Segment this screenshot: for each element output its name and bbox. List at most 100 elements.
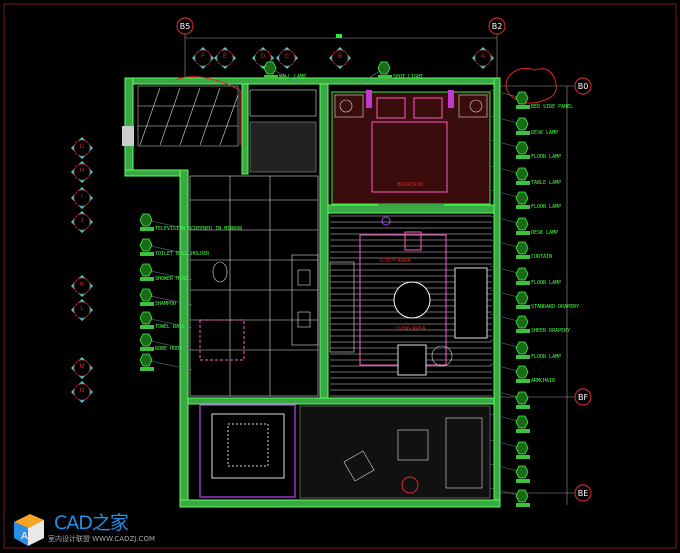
callout-tag bbox=[489, 413, 530, 433]
callout-tag: ARMCHAIR bbox=[489, 363, 556, 384]
section-marker-g: G bbox=[71, 137, 93, 159]
section-marker-a: A bbox=[472, 47, 494, 69]
section-marker-j: J bbox=[71, 211, 93, 233]
vanity bbox=[291, 254, 319, 346]
bathtub-inner bbox=[227, 423, 269, 467]
svg-text:B: B bbox=[338, 54, 342, 60]
toilet bbox=[212, 261, 228, 283]
svg-text:L: L bbox=[80, 306, 84, 312]
svg-text:FLOOR LAMP: FLOOR LAMP bbox=[531, 204, 561, 210]
callout-tag: SHEER DRAPERY bbox=[489, 313, 570, 334]
section-marker-i: I bbox=[71, 187, 93, 209]
wall bbox=[241, 83, 249, 175]
svg-text:N: N bbox=[80, 388, 84, 394]
callout-tag bbox=[489, 439, 530, 459]
callout-tag bbox=[489, 389, 530, 409]
svg-text:I: I bbox=[81, 194, 83, 200]
callout-tag: TABLE LAMP bbox=[489, 165, 561, 186]
watermark-subtitle: 室内设计联盟 WWW.CADZJ.COM bbox=[48, 535, 156, 543]
callout-tag: WALL LAMP bbox=[263, 61, 306, 85]
svg-text:H: H bbox=[80, 168, 84, 174]
section-marker-n: N bbox=[71, 381, 93, 403]
grid-bubble-b0: B0 bbox=[574, 77, 592, 95]
room-label-living: LIVING AREA bbox=[394, 326, 426, 332]
grid-bubble-b5: B5 bbox=[176, 17, 194, 35]
cube-logo-icon: A bbox=[14, 514, 44, 546]
callout-tag bbox=[139, 353, 193, 371]
svg-text:G: G bbox=[80, 144, 85, 150]
armchair bbox=[397, 344, 427, 376]
drawing-frame bbox=[3, 3, 677, 549]
desk bbox=[329, 261, 355, 353]
svg-text:C: C bbox=[285, 54, 290, 60]
callout-tag: SHAMPOO bbox=[139, 288, 193, 307]
svg-text:SHOWER HEAD: SHOWER HEAD bbox=[155, 276, 188, 282]
watermark-logo: A CAD之家 室内设计联盟 WWW.CADZJ.COM bbox=[8, 508, 155, 548]
sofa bbox=[454, 267, 488, 339]
svg-text:CURTAIN: CURTAIN bbox=[531, 254, 552, 260]
svg-text:M: M bbox=[80, 364, 85, 370]
callout-tag: CURTAIN bbox=[489, 239, 552, 260]
lounge-floor bbox=[299, 405, 491, 499]
watermark-brand: CAD之家 bbox=[54, 512, 129, 534]
svg-text:E: E bbox=[223, 54, 227, 60]
pillow bbox=[413, 97, 443, 119]
bathtub-room bbox=[199, 404, 296, 498]
callout-tag: FLOOR LAMP bbox=[489, 339, 561, 360]
wall bbox=[187, 397, 495, 405]
callout-tag bbox=[489, 487, 530, 507]
outlet-symbol bbox=[381, 216, 391, 226]
svg-text:FLOOR LAMP: FLOOR LAMP bbox=[531, 154, 561, 160]
svg-text:TELEVISION SCREENED IN MIRROR: TELEVISION SCREENED IN MIRROR bbox=[155, 226, 243, 232]
callout-tag: ROBE HOOK bbox=[139, 333, 193, 352]
callout-tag: DESK LAMP bbox=[489, 115, 558, 136]
wardrobe bbox=[249, 121, 317, 173]
svg-text:B2: B2 bbox=[492, 22, 503, 31]
room-label-study: STUDY AREA bbox=[379, 258, 411, 264]
revision-cloud bbox=[505, 67, 557, 104]
svg-text:BE: BE bbox=[578, 489, 589, 498]
wall bbox=[124, 77, 501, 85]
callout-tag: TELEVISION SCREENED IN MIRROR bbox=[139, 213, 243, 232]
side-table bbox=[431, 345, 453, 367]
svg-text:D: D bbox=[261, 54, 266, 60]
section-marker-c: C bbox=[276, 47, 298, 69]
svg-text:SHAMPOO: SHAMPOO bbox=[155, 301, 176, 307]
callout-tag: TOWEL RAIL bbox=[139, 311, 193, 330]
room-label-bedroom: BEDROOM bbox=[397, 182, 423, 188]
callout-tag: BED SIDE PANEL bbox=[489, 89, 573, 110]
svg-text:ARMCHAIR: ARMCHAIR bbox=[531, 378, 556, 384]
grid-bubble-be: BE bbox=[574, 484, 592, 502]
wall bbox=[179, 499, 501, 508]
svg-text:B0: B0 bbox=[578, 82, 589, 91]
sofa bbox=[445, 417, 483, 489]
wall bbox=[179, 169, 189, 506]
nightstand bbox=[458, 94, 488, 118]
bed bbox=[371, 121, 448, 193]
callout-tag: FLOOR LAMP bbox=[489, 139, 561, 160]
section-marker-m: M bbox=[71, 357, 93, 379]
sink bbox=[297, 269, 311, 286]
revision-marker bbox=[401, 476, 419, 494]
wall-lamp bbox=[448, 90, 454, 108]
round-table bbox=[393, 281, 431, 319]
svg-text:TABLE LAMP: TABLE LAMP bbox=[531, 180, 561, 186]
svg-text:SPOT LIGHT: SPOT LIGHT bbox=[393, 74, 423, 80]
section-marker-k: K bbox=[71, 275, 93, 297]
grid-bubble-b2: B2 bbox=[488, 17, 506, 35]
svg-text:K: K bbox=[80, 282, 84, 288]
wall bbox=[319, 83, 329, 405]
floor-tile-pattern bbox=[189, 175, 319, 397]
closet bbox=[249, 89, 317, 117]
callout-tag: FLOOR LAMP bbox=[489, 265, 561, 286]
wall bbox=[124, 169, 186, 177]
svg-text:DESK LAMP: DESK LAMP bbox=[531, 230, 558, 236]
callout-tag: STANDARD DRAPERY bbox=[489, 289, 579, 310]
callout-tag: FLOOR LAMP bbox=[489, 189, 561, 210]
pillow bbox=[376, 97, 406, 119]
nightstand bbox=[334, 94, 364, 118]
svg-text:ROBE HOOK: ROBE HOOK bbox=[155, 346, 182, 352]
stair-area bbox=[137, 85, 239, 147]
svg-text:BF: BF bbox=[578, 393, 588, 402]
tv-cabinet bbox=[378, 204, 444, 212]
